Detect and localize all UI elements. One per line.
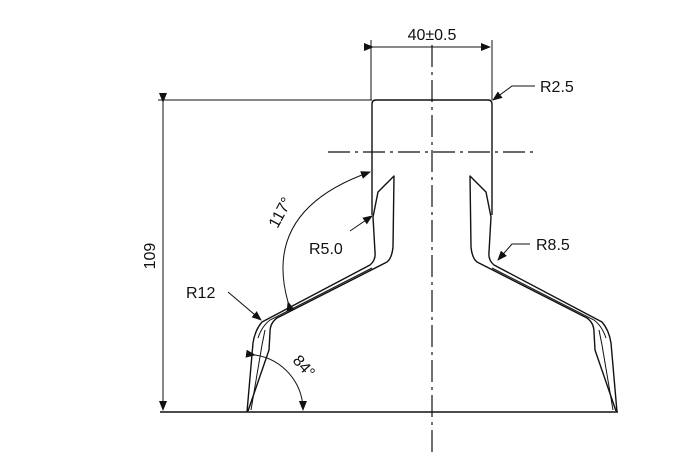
upper-angle-label: 117° [266, 195, 296, 231]
base-angle-label: 84° [289, 352, 318, 381]
upper-angle-dimension: 117° [266, 171, 371, 312]
neck-outline [371, 99, 493, 215]
right-profile [469, 175, 618, 413]
neck-radius-label: R8.5 [536, 237, 570, 254]
shoulder-radius-callout: R12 [186, 285, 262, 321]
top-radius-callout: R2.5 [492, 79, 574, 101]
lip-radius-label: R5.0 [309, 241, 343, 258]
height-dimension: 109 [142, 93, 372, 411]
lip-radius-callout: R5.0 [309, 215, 373, 258]
shoulder-radius-label: R12 [186, 285, 215, 302]
base-angle-dimension: 84° [245, 349, 318, 411]
width-label: 40±0.5 [408, 27, 457, 44]
top-radius-label: R2.5 [540, 79, 574, 96]
height-label: 109 [142, 243, 159, 270]
neck-radius-callout: R8.5 [497, 237, 570, 261]
width-dimension: 40±0.5 [364, 27, 493, 100]
